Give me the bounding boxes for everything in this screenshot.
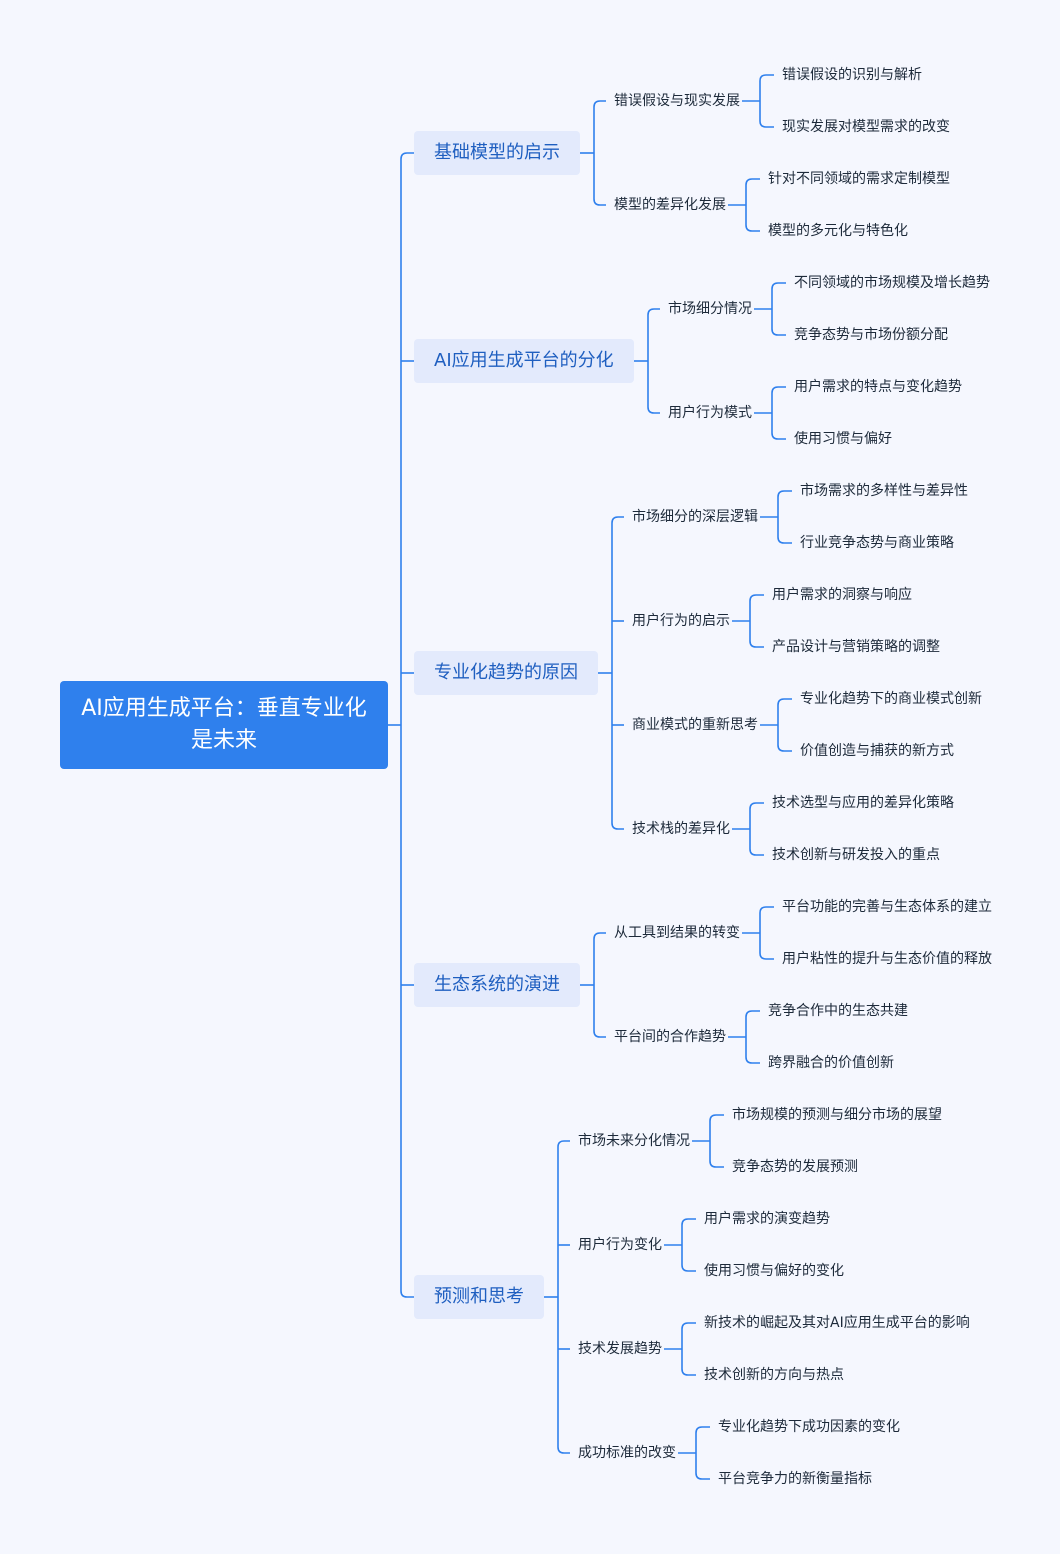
connector-line [611,516,624,524]
branch-foundation-model-insights[interactable]: 基础模型的启示 [414,131,580,175]
subtopic[interactable]: 技术发展趋势 [578,1341,662,1357]
leaf-topic[interactable]: 用户需求的洞察与响应 [772,587,912,603]
connector-line [745,178,760,186]
leaf-topic[interactable]: 跨界融合的价值创新 [768,1055,894,1071]
connector-line [759,906,774,914]
connector-line [749,640,764,648]
leaf-topic[interactable]: 针对不同领域的需求定制模型 [768,171,950,187]
leaf-topic[interactable]: 产品设计与营销策略的调整 [772,639,940,655]
subtopic[interactable]: 市场细分情况 [668,301,752,317]
connector-line [647,406,660,414]
leaf-topic[interactable]: 平台竞争力的新衡量指标 [718,1471,872,1487]
leaf-topic[interactable]: 不同领域的市场规模及增长趋势 [794,275,990,291]
connector-line [681,1322,696,1330]
connector-line [681,1264,696,1272]
leaf-topic[interactable]: 技术选型与应用的差异化策略 [772,795,954,811]
leaf-topic[interactable]: 现实发展对模型需求的改变 [782,119,950,135]
subtopic[interactable]: 市场未来分化情况 [578,1133,690,1149]
subtopic[interactable]: 技术栈的差异化 [632,821,730,837]
connector-line [611,822,624,830]
connector-line [709,1160,724,1168]
subtopic[interactable]: 模型的差异化发展 [614,197,726,213]
branch-platform-divergence[interactable]: AI应用生成平台的分化 [414,339,634,383]
subtopic[interactable]: 用户行为模式 [668,405,752,421]
connector-line [749,594,764,602]
connector-line [593,198,606,206]
leaf-topic[interactable]: 模型的多元化与特色化 [768,223,908,239]
connector-line [400,152,414,160]
leaf-topic[interactable]: 专业化趋势下成功因素的变化 [718,1419,900,1435]
leaf-topic[interactable]: 使用习惯与偏好 [794,431,892,447]
subtopic[interactable]: 错误假设与现实发展 [614,93,740,109]
subtopic[interactable]: 成功标准的改变 [578,1445,676,1461]
branch-specialization-reasons[interactable]: 专业化趋势的原因 [414,651,598,695]
leaf-topic[interactable]: 市场需求的多样性与差异性 [800,483,968,499]
subtopic[interactable]: 用户行为变化 [578,1237,662,1253]
leaf-topic[interactable]: 价值创造与捕获的新方式 [800,743,954,759]
root-topic[interactable]: AI应用生成平台：垂直专业化是未来 [60,681,388,769]
connector-line [695,1426,710,1434]
connector-line [681,1368,696,1376]
subtopic[interactable]: 商业模式的重新思考 [632,717,758,733]
subtopic[interactable]: 用户行为的启示 [632,613,730,629]
subtopic[interactable]: 市场细分的深层逻辑 [632,509,758,525]
connector-line [749,848,764,856]
connector-line [771,432,786,440]
connector-line [777,490,792,498]
connector-line [400,1290,414,1298]
connector-line [777,698,792,706]
leaf-topic[interactable]: 专业化趋势下的商业模式创新 [800,691,982,707]
connector-line [593,100,606,108]
connector-line [771,386,786,394]
leaf-topic[interactable]: 竞争态势与市场份额分配 [794,327,948,343]
leaf-topic[interactable]: 竞争态势的发展预测 [732,1159,858,1175]
connector-line [777,744,792,752]
connector-line [647,308,660,316]
branch-ecosystem-evolution[interactable]: 生态系统的演进 [414,963,580,1007]
leaf-topic[interactable]: 平台功能的完善与生态体系的建立 [782,899,992,915]
connector-line [759,74,774,82]
leaf-topic[interactable]: 行业竞争态势与商业策略 [800,535,954,551]
connector-line [771,328,786,336]
connector-line [745,1056,760,1064]
connector-line [749,802,764,810]
leaf-topic[interactable]: 使用习惯与偏好的变化 [704,1263,844,1279]
leaf-topic[interactable]: 竞争合作中的生态共建 [768,1003,908,1019]
connector-line [759,120,774,128]
branch-predictions[interactable]: 预测和思考 [414,1275,544,1319]
leaf-topic[interactable]: 错误假设的识别与解析 [782,67,922,83]
leaf-topic[interactable]: 技术创新的方向与热点 [704,1367,844,1383]
connector-line [557,1140,570,1148]
connector-line [557,1446,570,1454]
connector-line [593,1030,606,1038]
leaf-topic[interactable]: 用户需求的演变趋势 [704,1211,830,1227]
leaf-topic[interactable]: 用户需求的特点与变化趋势 [794,379,962,395]
connector-line [709,1114,724,1122]
subtopic[interactable]: 从工具到结果的转变 [614,925,740,941]
connector-line [695,1472,710,1480]
leaf-topic[interactable]: 市场规模的预测与细分市场的展望 [732,1107,942,1123]
connector-line [745,1010,760,1018]
connector-line [771,282,786,290]
connector-line [745,224,760,232]
connector-line [681,1218,696,1226]
connector-line [759,952,774,960]
leaf-topic[interactable]: 新技术的崛起及其对AI应用生成平台的影响 [704,1315,970,1331]
subtopic[interactable]: 平台间的合作趋势 [614,1029,726,1045]
connector-line [777,536,792,544]
connector-line [593,932,606,940]
leaf-topic[interactable]: 技术创新与研发投入的重点 [772,847,940,863]
leaf-topic[interactable]: 用户粘性的提升与生态价值的释放 [782,951,992,967]
